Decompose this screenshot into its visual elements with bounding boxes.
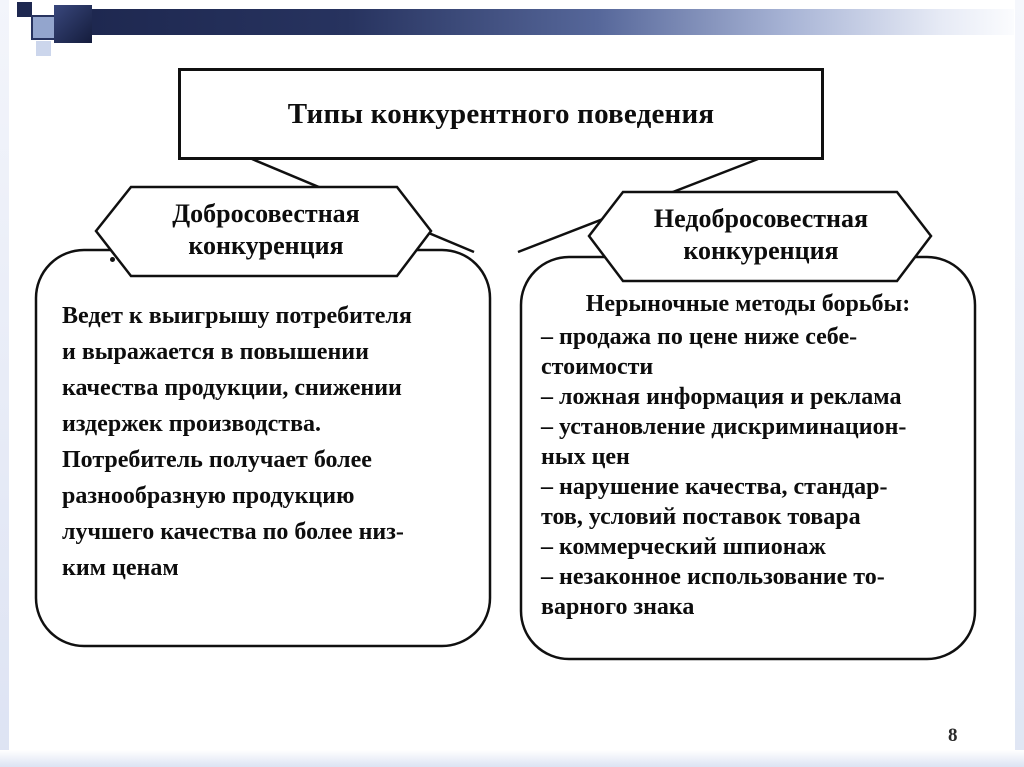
decor-square-large [54, 5, 92, 43]
right-heading-hexagon [587, 190, 933, 283]
diagram-title-box: Типы конкурентного поведения [178, 68, 824, 160]
decor-square-dark [17, 2, 32, 17]
decor-square-pale [36, 41, 51, 56]
left-heading-hexagon [94, 185, 433, 278]
slide-edge-right [1015, 0, 1024, 767]
page-number: 8 [948, 725, 958, 746]
diagram-title: Типы конкурентного поведения [287, 97, 715, 130]
decor-square-medium [31, 15, 56, 40]
right-branch-heading: Недобросовестная конкуренция [653, 204, 869, 265]
scan-speck [110, 257, 115, 262]
header-gradient-bar [88, 9, 1014, 35]
right-branch-body: – продажа по цене ниже себе- стоимости –… [541, 324, 907, 620]
left-branch-body: Ведет к выигрышу потребителя и выражаетс… [62, 303, 412, 581]
slide-edge-bottom [0, 750, 1024, 767]
right-branch-list-title: Нерыночные методы борьбы: [585, 291, 911, 317]
slide-edge-left [0, 0, 9, 767]
left-branch-heading: Добросовестная конкуренция [172, 199, 360, 260]
